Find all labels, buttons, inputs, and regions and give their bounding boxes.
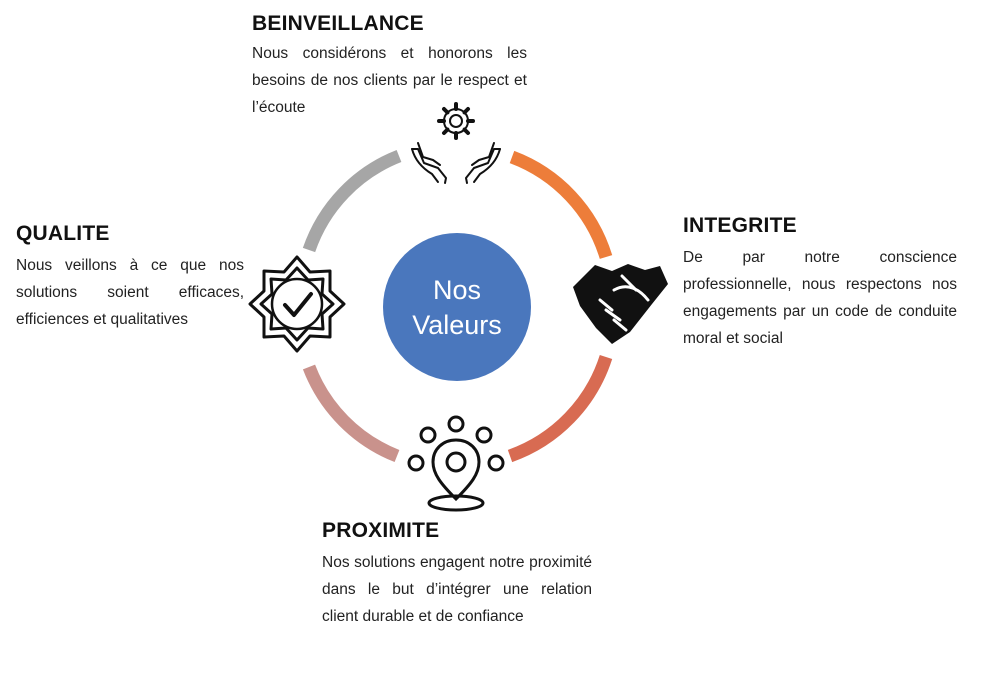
value-qualite: QUALITE Nous veillons à ce que nos solut… — [16, 222, 244, 333]
center-title-line1: Nos — [433, 275, 481, 305]
value-description: Nous veillons à ce que nos solutions soi… — [16, 257, 244, 328]
value-title: QUALITE — [16, 222, 110, 245]
ring-segment-bottom-right — [507, 354, 613, 463]
value-description: De par notre conscience professionnelle,… — [683, 249, 957, 347]
hands-with-gear-icon — [411, 102, 501, 184]
ring-segment-top-left — [302, 149, 402, 253]
value-beinveillance: BEINVEILLANCE Nous considérons et honoro… — [252, 12, 527, 121]
ring-segment-top-right — [509, 150, 613, 259]
value-proximite: PROXIMITE Nos solutions engagent notre p… — [322, 519, 592, 630]
value-title: BEINVEILLANCE — [252, 12, 424, 35]
value-title: INTEGRITE — [683, 214, 797, 237]
ring — [302, 149, 613, 463]
handshake-icon — [573, 264, 668, 344]
center-title-line2: Valeurs — [412, 310, 502, 340]
value-description: Nous considérons et honorons les besoins… — [252, 45, 527, 116]
value-description: Nos solutions engagent notre proximité d… — [322, 554, 592, 625]
quality-badge-check-icon — [248, 255, 346, 353]
ring-segment-bottom-left — [302, 364, 400, 463]
center-circle — [383, 233, 531, 381]
value-title: PROXIMITE — [322, 519, 440, 542]
location-pin-people-icon — [407, 415, 505, 512]
value-integrite: INTEGRITE De par notre conscience profes… — [683, 214, 957, 352]
